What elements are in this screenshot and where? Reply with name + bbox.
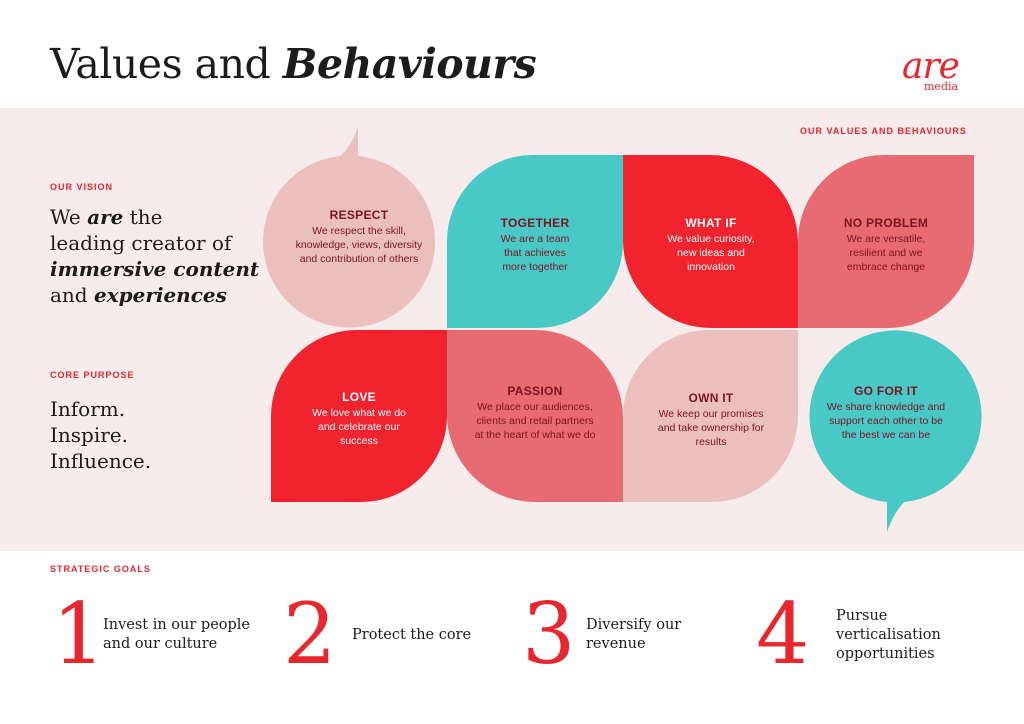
value-card-passion: PASSION We place our audiences, clients … [447, 384, 623, 442]
value-desc: We are a team that achieves more togethe… [500, 233, 570, 273]
title-bold: Behaviours [282, 40, 537, 88]
value-desc: We are versatile, resilient and we embra… [846, 233, 926, 273]
goal-text: Protect the core [352, 627, 472, 643]
goal-number: 1 [52, 585, 106, 683]
strategic-goals-label: STRATEGIC GOALS [50, 564, 151, 574]
value-title: RESPECT [329, 208, 389, 222]
core-purpose: Inform. Inspire. Influence. [50, 396, 151, 474]
vision-word-are: are [87, 205, 124, 229]
no-problem-shape [798, 155, 974, 328]
purpose-line: Influence. [50, 449, 152, 473]
value-desc: We respect the skill, knowledge, views, … [295, 225, 423, 265]
purpose-label: CORE PURPOSE [50, 370, 135, 380]
love-shape [271, 330, 447, 502]
purpose-line: Inspire. [50, 423, 128, 447]
value-title: PASSION [507, 384, 563, 398]
vision-statement: We are the leading creator of immersive … [50, 204, 259, 308]
are-media-logo: are media [902, 46, 982, 94]
vision-word-and: and [50, 283, 88, 307]
value-card-own-it: OWN IT We keep our promises and take own… [623, 391, 799, 449]
together-shape [447, 155, 623, 328]
goal-text: Invest in our people and our culture [103, 617, 251, 652]
value-title: GO FOR IT [853, 384, 919, 398]
vision-line-3: immersive content [50, 257, 260, 281]
go-for-it-shape [809, 330, 982, 532]
vision-word-we: We [50, 205, 81, 229]
vision-line-2: leading creator of [50, 231, 232, 255]
purpose-line: Inform. [50, 397, 126, 421]
page-title: Values and Behaviours [50, 40, 537, 88]
value-title: NO PROBLEM [843, 216, 929, 230]
value-desc: We share knowledge and support each othe… [826, 401, 946, 441]
value-desc: We love what we do and celebrate our suc… [312, 407, 406, 447]
title-plain: Values and [50, 40, 271, 88]
value-title: TOGETHER [500, 216, 570, 230]
goal-number: 4 [756, 585, 810, 683]
goal-number: 2 [283, 585, 337, 683]
value-title: WHAT IF [685, 216, 737, 230]
value-title: OWN IT [688, 391, 734, 405]
own-it-shape [623, 330, 798, 502]
value-desc: We keep our promises and take ownership … [657, 408, 765, 448]
goal-text: Pursue verticalisation opportunities [836, 608, 941, 662]
value-card-no-problem: NO PROBLEM We are versatile, resilient a… [798, 216, 974, 274]
vision-label: OUR VISION [50, 182, 114, 192]
what-if-shape [623, 155, 798, 328]
value-card-what-if: WHAT IF We value curiosity, new ideas an… [623, 216, 799, 274]
value-card-go-for-it: GO FOR IT We share knowledge and support… [798, 384, 974, 442]
values-label: OUR VALUES AND BEHAVIOURS [800, 126, 967, 136]
value-desc: We place our audiences, clients and reta… [474, 401, 596, 441]
value-title: LOVE [342, 390, 376, 404]
respect-shape [263, 126, 436, 328]
vision-word-experiences: experiences [93, 283, 227, 307]
goal-number: 3 [522, 585, 576, 683]
vision-word-the: the [129, 205, 163, 229]
logo-sub-text: media [924, 80, 959, 93]
value-card-together: TOGETHER We are a team that achieves mor… [447, 216, 623, 274]
goal-text: Diversify our revenue [586, 617, 682, 652]
value-card-love: LOVE We love what we do and celebrate ou… [271, 390, 447, 448]
logo-main-text: are [902, 46, 960, 87]
passion-shape [447, 330, 623, 502]
value-card-respect: RESPECT We respect the skill, knowledge,… [271, 208, 447, 266]
value-desc: We value curiosity, new ideas and innova… [667, 233, 755, 273]
